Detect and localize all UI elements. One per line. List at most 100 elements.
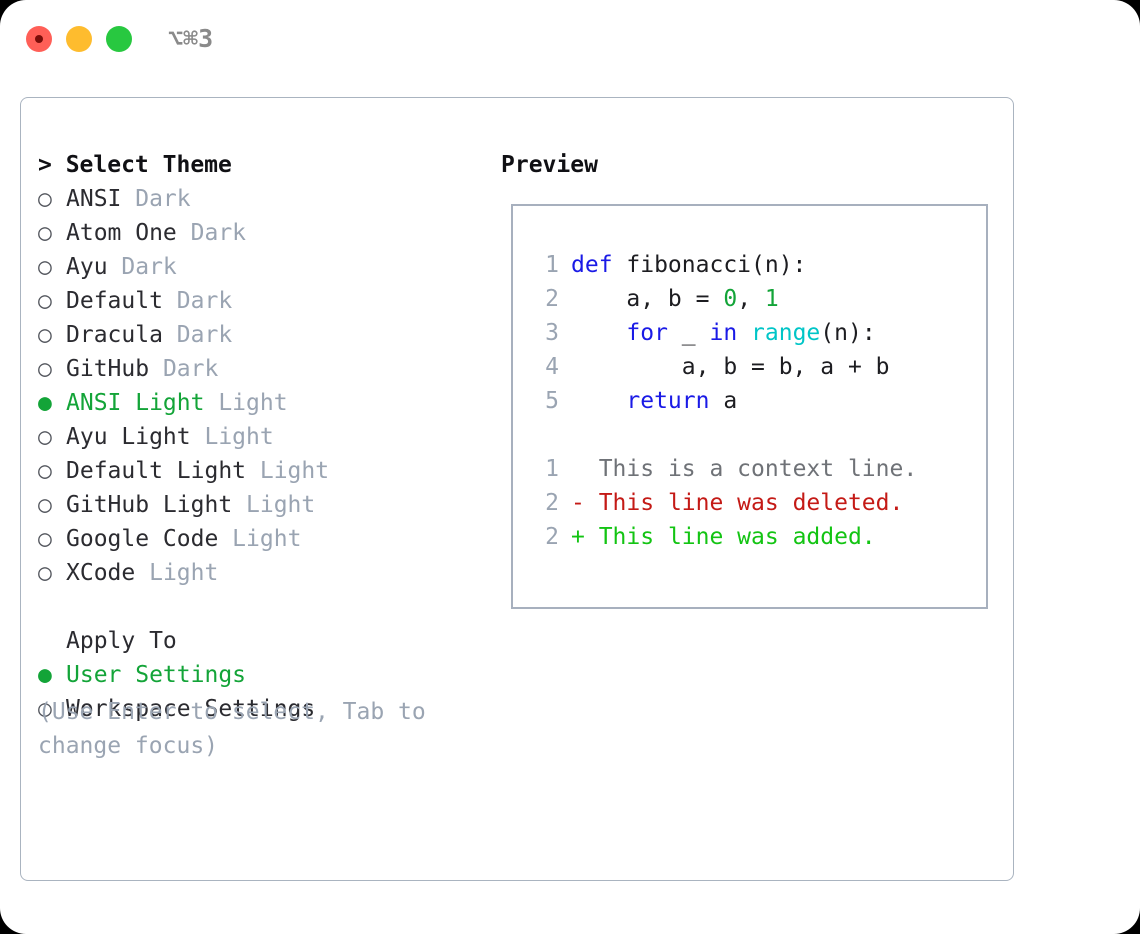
line-number: 2 [545,286,559,312]
theme-option-ansi-light[interactable]: ● ANSI Light Light [38,386,488,420]
code-token: _ [667,320,710,346]
apply-to-name: User Settings [66,662,247,688]
code-token: range [751,320,821,346]
code-token: 0 [723,286,738,312]
theme-name: GitHub Light [66,492,233,518]
radio-unselected-icon: ○ [38,186,52,212]
theme-option-ayu-light[interactable]: ○Ayu Light Light [38,420,488,454]
code-token: 1 [764,286,779,312]
line-number: 2 [545,490,559,516]
code-diff-separator [533,418,973,452]
radio-unselected-icon: ○ [38,288,52,314]
theme-name: Default Light [66,458,247,484]
diff-sign: + [571,524,599,550]
radio-unselected-icon: ○ [38,424,52,450]
theme-option-ansi[interactable]: ○ ANSI Dark [38,182,488,216]
apply-to-list[interactable]: ● User Settings ○ Workspace Settings [38,658,488,726]
diff-sign: - [571,490,599,516]
code-token: return [626,388,710,414]
theme-variant-badge: Dark [162,322,233,348]
theme-name: Google Code [66,526,219,552]
theme-option-github[interactable]: ○ GitHub Dark [38,352,488,386]
theme-variant-badge: Dark [162,288,233,314]
line-number: 1 [545,456,559,482]
radio-unselected-icon: ○ [38,696,52,722]
apply-to-name: Workspace Settings [66,696,316,722]
code-token: a, b = b, a + b [571,354,890,380]
code-line: 5 return a [533,384,973,418]
radio-selected-icon: ● [38,390,52,416]
theme-option-default-light[interactable]: ○ Default Light Light [38,454,488,488]
close-window-button[interactable] [26,26,52,52]
theme-variant-badge: Dark [121,186,191,212]
minimize-window-button[interactable] [66,26,92,52]
theme-variant-badge: Light [218,526,302,552]
code-line: 4 a, b = b, a + b [533,350,973,384]
apply-to-option-user-settings[interactable]: ● User Settings [38,658,488,692]
radio-unselected-icon: ○ [38,254,52,280]
code-token: a [709,388,738,414]
apply-to-option-workspace-settings[interactable]: ○ Workspace Settings [38,692,488,726]
code-token [737,320,751,346]
list-spacer [38,590,488,624]
theme-list[interactable]: ○ ANSI Dark ○ Atom One Dark ○ Ayu Dark ○ Defaul… [38,182,488,590]
theme-name: GitHub [66,356,150,382]
diff-line: 1 This is a context line. [533,452,973,486]
code-token: for [626,320,668,346]
theme-name: Default [66,288,163,314]
diff-sign [571,456,599,482]
theme-option-default[interactable]: ○ Default Dark [38,284,488,318]
theme-name: ANSI [66,186,122,212]
theme-option-google-code[interactable]: ○ Google Code Light [38,522,488,556]
theme-name: Ayu [66,254,108,280]
theme-name: Atom One [66,220,177,246]
code-line: 3 for _ in range(n): [533,316,973,350]
code-token: in [709,320,738,346]
code-token [571,388,626,414]
diff-text: This line was added. [598,524,876,550]
code-token: fibonacci(n): [612,252,807,278]
theme-option-ayu[interactable]: ○ Ayu Dark [38,250,488,284]
maximize-window-button[interactable] [106,26,132,52]
radio-unselected-icon: ○ [38,356,52,382]
apply-to-label: Apply To [66,628,177,654]
theme-variant-badge: Dark [149,356,219,382]
diff-line: 2 + This line was added. [533,520,973,554]
theme-variant-badge: Dark [107,254,177,280]
radio-unselected-icon: ○ [38,220,52,246]
code-token: , [737,286,765,312]
select-theme-header: > Select Theme [38,152,232,178]
window-titlebar: ⌥⌘3 [0,0,1140,78]
theme-selection-column: > Select Theme ○ANSI Dark○Atom One Dark○… [38,148,488,726]
radio-unselected-icon: ○ [38,526,52,552]
diff-text: This is a context line. [598,456,918,482]
theme-variant-badge: Light [204,390,288,416]
line-number: 2 [545,524,559,550]
theme-variant-badge: Light [246,458,330,484]
radio-selected-icon: ● [38,662,52,688]
theme-name: ANSI Light [66,390,205,416]
code-token: def [571,252,613,278]
code-line: 1 def fibonacci(n): [533,248,973,282]
theme-variant-badge: Light [135,560,219,586]
theme-picker-panel: > Select Theme ○ANSI Dark○Atom One Dark○… [20,97,1014,881]
radio-unselected-icon: ○ [38,458,52,484]
line-number: 5 [545,388,559,414]
theme-name: Ayu Light [66,424,191,450]
line-number: 1 [545,252,559,278]
code-token: (n): [820,320,876,346]
theme-option-atom-one[interactable]: ○Atom One Dark [38,216,488,250]
theme-variant-badge: Light [232,492,316,518]
keyboard-shortcut-label: ⌥⌘3 [168,24,214,53]
radio-unselected-icon: ○ [38,322,52,348]
theme-option-xcode[interactable]: ○XCode Light [38,556,488,590]
theme-name: Dracula [66,322,163,348]
keyboard-hint-text: (Use Enter to select, Tab to change focu… [38,699,440,759]
diff-line: 2- This line was deleted. [533,486,973,520]
code-token [571,320,626,346]
theme-option-dracula[interactable]: ○ Dracula Dark [38,318,488,352]
preview-title: Preview [501,152,598,178]
theme-option-github-light[interactable]: ○GitHub Light Light [38,488,488,522]
